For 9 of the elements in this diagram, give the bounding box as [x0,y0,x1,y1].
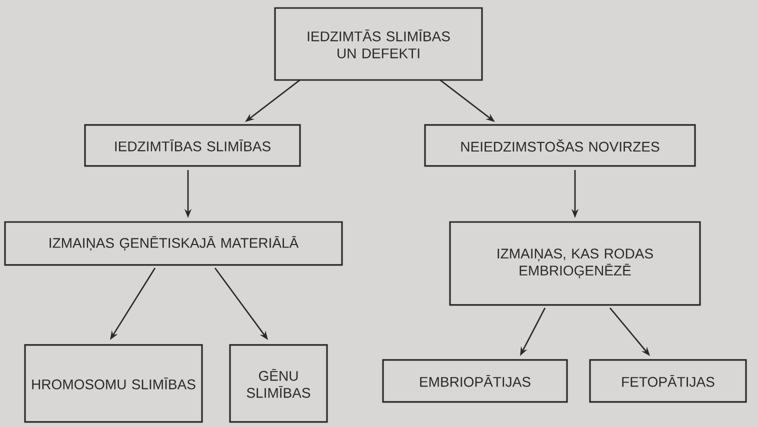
category-box: IZMAIŅAS, KAS RODAS EMBRIOĢENĒZĒ [449,221,701,306]
category-box: GĒNU SLIMĪBAS [229,344,328,423]
category-box: IEDZIMTĀS SLIMĪBAS UN DEFEKTI [274,7,483,81]
category-box: EMBRIOPĀTIJAS [382,359,568,403]
category-box: FETOPĀTIJAS [589,359,747,403]
category-box: HROMOSOMU SLIMĪBAS [24,344,203,423]
category-box: IEDZIMTĪBAS SLIMĪBAS [84,124,301,167]
category-box: IZMAIŅAS ĢENĒTISKAJĀ MATERIĀLĀ [4,221,343,266]
category-box: NEIEDZIMSTOŠAS NOVIRZES [424,124,696,167]
